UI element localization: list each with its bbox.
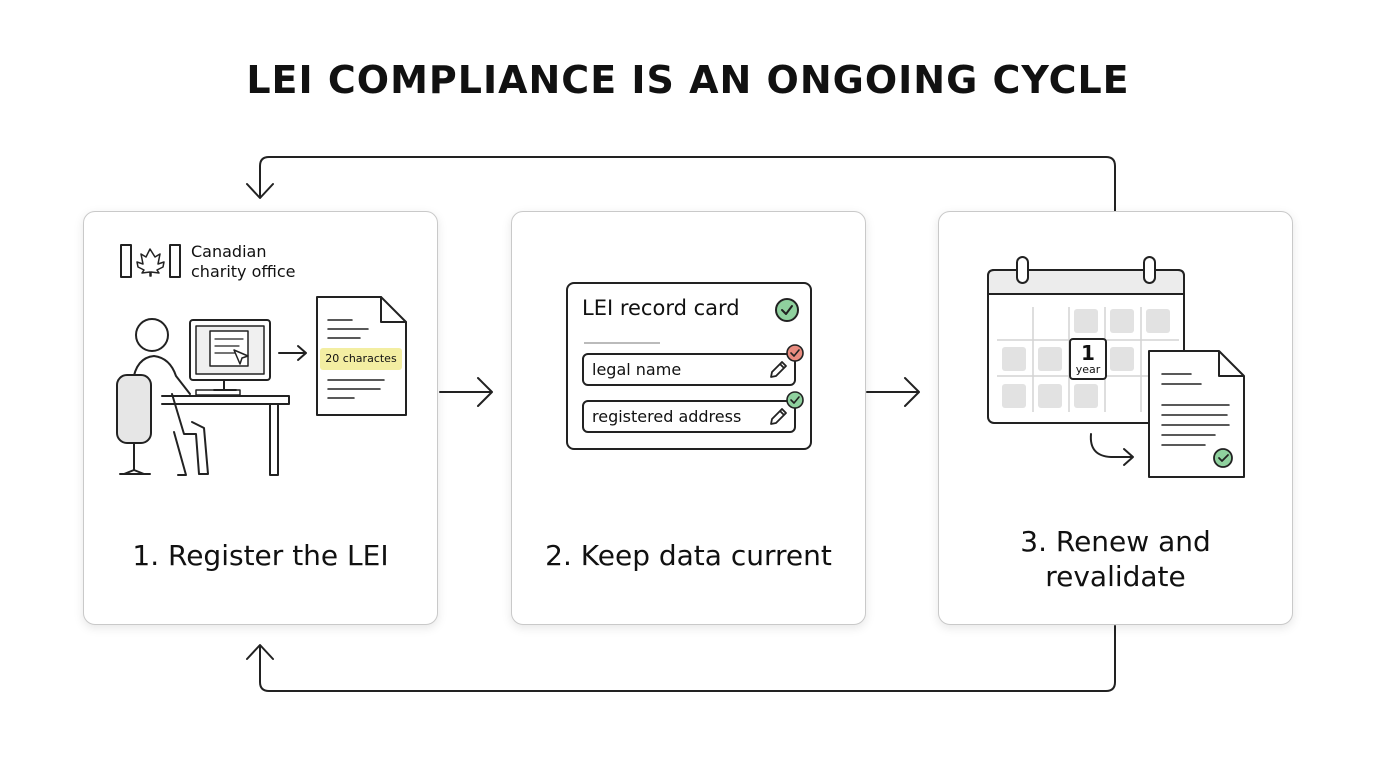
top-loop-arrow xyxy=(259,156,1116,212)
calendar-unit: year xyxy=(1075,363,1101,376)
pencil-icon xyxy=(770,361,787,378)
ok-badge-icon xyxy=(786,391,804,409)
document-highlight: 20 charactes xyxy=(320,348,402,370)
alert-badge-icon xyxy=(786,344,804,362)
office-label: Canadian charity office xyxy=(191,242,296,281)
bottom-loop-arrow xyxy=(259,625,1116,692)
field-legal-name: legal name xyxy=(582,344,804,386)
step-label-keep-current: 2. Keep data current xyxy=(545,539,832,572)
step-label-register: 1. Register the LEI xyxy=(132,539,389,572)
calendar-icon xyxy=(987,256,1185,424)
bottom-loop-arrowhead xyxy=(246,644,274,660)
lei-record-card: LEI record card legal name registered ad… xyxy=(566,282,812,450)
step-card-register: Canadian charity office 20 charactes 1. … xyxy=(83,211,438,625)
lei-record-card-title: LEI record card xyxy=(582,296,740,320)
title-divider xyxy=(584,342,660,344)
document-icon xyxy=(316,296,407,416)
check-icon xyxy=(775,298,799,322)
person-at-computer-icon xyxy=(116,296,407,476)
top-loop-arrowhead xyxy=(246,183,274,199)
page-title: LEI COMPLIANCE IS AN ONGOING CYCLE xyxy=(246,58,1130,102)
canada-flag-icon xyxy=(120,244,181,278)
step-label-renew: 3. Renew and revalidate xyxy=(1020,525,1211,593)
document-check-icon xyxy=(1148,350,1245,478)
step-card-keep-current: LEI record card legal name registered ad… xyxy=(511,211,866,625)
field-registered-address: registered address xyxy=(582,391,804,433)
step-card-renew: 1 year 3. Renew and revalidate xyxy=(938,211,1293,625)
calendar-number: 1 xyxy=(1081,341,1095,365)
pencil-icon xyxy=(770,408,787,425)
curved-arrow-icon xyxy=(1089,433,1134,466)
